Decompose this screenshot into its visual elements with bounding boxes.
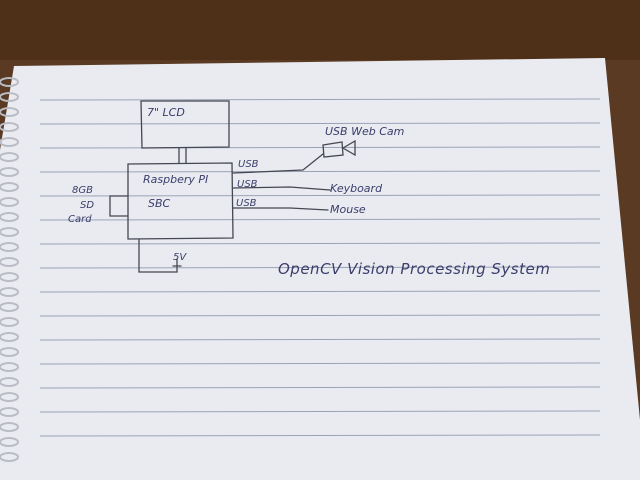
power-label: 5V	[173, 252, 187, 263]
spiral-ring	[0, 392, 19, 402]
spiral-ring	[0, 227, 19, 237]
ruled-line	[39, 434, 601, 437]
spiral-ring	[0, 77, 19, 87]
keyboard-cable	[232, 186, 331, 191]
ruled-line	[39, 170, 601, 173]
ruled-line	[39, 410, 601, 413]
ruled-line	[39, 266, 601, 269]
spiral-ring	[0, 347, 19, 357]
spiral-ring	[0, 107, 19, 117]
ruled-line	[39, 242, 601, 245]
webcam-body-icon	[322, 141, 344, 158]
usb-label-1: USB	[238, 159, 259, 170]
usb-label-2: USB	[237, 179, 258, 190]
power-terminal-icon	[172, 258, 182, 267]
spiral-ring	[0, 137, 19, 147]
ruled-line	[39, 362, 601, 365]
ruled-lines	[39, 98, 601, 437]
spiral-ring	[0, 362, 19, 372]
ruled-line	[39, 314, 601, 317]
ruled-line	[39, 98, 601, 101]
sbc-label-line2: SBC	[148, 197, 171, 210]
spiral-ring	[0, 437, 19, 447]
spiral-ring	[0, 407, 19, 417]
sd-card-slot	[109, 195, 129, 217]
ruled-line	[39, 122, 601, 125]
sbc-label-line1: Raspbery PI	[143, 173, 208, 186]
spiral-ring	[0, 332, 19, 342]
spiral-binding	[0, 77, 19, 462]
sbc-box	[127, 162, 234, 240]
sd-card-label-line3: Card	[68, 214, 92, 225]
spiral-ring	[0, 212, 19, 222]
webcam-lens-icon	[341, 139, 356, 157]
circuit-diagram	[109, 100, 356, 273]
display-connector	[178, 147, 187, 164]
diagram-title: OpenCV Vision Processing System	[278, 260, 550, 278]
display-label: 7" LCD	[147, 106, 185, 119]
spiral-ring	[0, 257, 19, 267]
spiral-ring	[0, 452, 19, 462]
ruled-line	[39, 218, 601, 221]
ruled-line	[39, 386, 601, 389]
spiral-ring	[0, 422, 19, 432]
spiral-ring	[0, 92, 19, 102]
ruled-line	[39, 146, 601, 149]
spiral-ring	[0, 182, 19, 192]
mouse-cable	[232, 207, 329, 211]
spiral-ring	[0, 302, 19, 312]
power-lead	[138, 238, 178, 273]
spiral-ring	[0, 242, 19, 252]
usb-label-3: USB	[236, 198, 257, 209]
ruled-line	[39, 290, 601, 293]
spiral-ring	[0, 122, 19, 132]
spiral-ring	[0, 272, 19, 282]
webcam-label: USB Web Cam	[325, 125, 404, 138]
spiral-ring	[0, 287, 19, 297]
table-shadow	[0, 0, 640, 60]
ruled-line	[39, 194, 601, 197]
spiral-ring	[0, 167, 19, 177]
display-box	[140, 100, 230, 149]
spiral-ring	[0, 317, 19, 327]
ruled-line	[39, 338, 601, 341]
webcam-cable	[232, 153, 324, 174]
spiral-ring	[0, 377, 19, 387]
mouse-label: Mouse	[330, 203, 366, 216]
sd-card-label-line2: SD	[80, 200, 94, 211]
keyboard-label: Keyboard	[330, 182, 383, 195]
spiral-ring	[0, 152, 19, 162]
sd-card-label-line1: 8GB	[72, 185, 93, 196]
spiral-ring	[0, 197, 19, 207]
